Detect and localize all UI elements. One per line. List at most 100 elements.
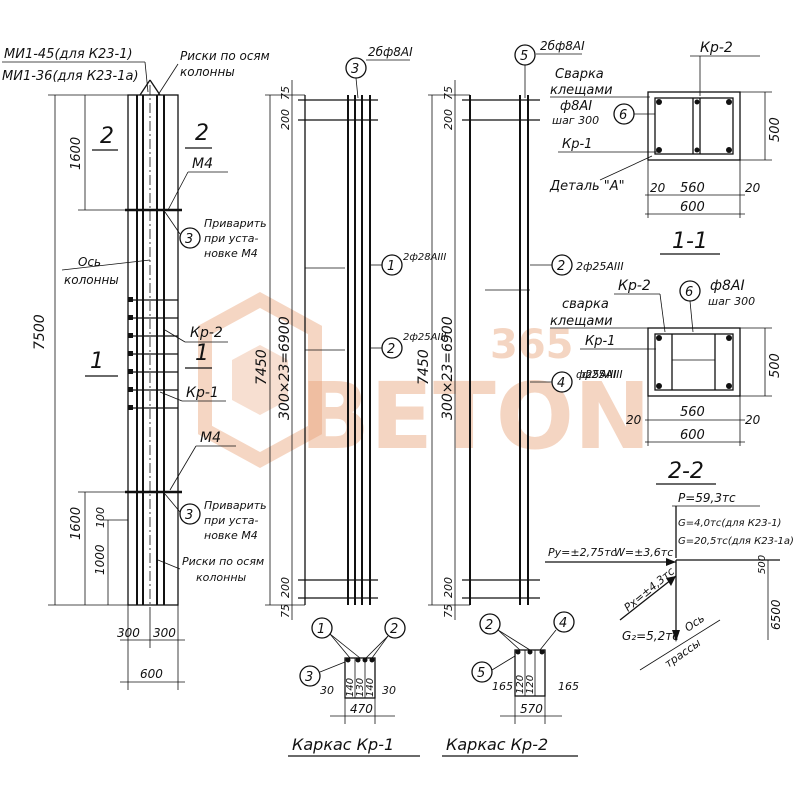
sec22-dim-500: 500 — [768, 353, 783, 378]
kr2-top-label: 2бф8АI — [540, 39, 585, 53]
sec22-title: 2-2 — [668, 459, 704, 484]
kr1-sec-callout-2 — [384, 617, 406, 639]
weld-note-top-2: при уста- — [204, 232, 259, 245]
column-dim-300-left: 300 — [117, 626, 140, 640]
kr1-sec-width: 470 — [350, 702, 373, 716]
load-w: W=±3,6тс — [614, 546, 673, 559]
weld-note-top-3: новке М4 — [204, 247, 258, 260]
kr2-dim-total: 7450 — [416, 349, 432, 385]
sec11-kr1: Кр-1 — [562, 137, 592, 152]
weld-note-bot-2: при уста- — [204, 514, 259, 527]
kr1-dim-200-top: 200 — [279, 109, 292, 130]
kr1-label: Кр-1 — [186, 385, 219, 401]
column-dim-600: 600 — [140, 667, 163, 681]
column-dim-bot: 1600 — [69, 507, 84, 540]
kr1-bar2-label: 2ф25АIII — [403, 332, 446, 343]
kr1-sec-30-right: 30 — [382, 684, 396, 697]
sec22-kr2: Кр-2 — [618, 278, 651, 294]
kr2-bar2-label: 2ф25АIII — [576, 260, 624, 273]
sec22-kr1: Кр-1 — [585, 334, 615, 349]
sec22-dim-600: 600 — [680, 428, 705, 443]
column-mark-b: МИ1-36(для К23-1а) — [2, 69, 139, 84]
column-height-dim: 7500 — [32, 314, 48, 350]
svg-text:1: 1 — [317, 622, 325, 637]
kr1-dim-75-top: 75 — [279, 86, 292, 100]
kr1-bar1-label: 2ф28АIII — [403, 252, 446, 263]
svg-text:3: 3 — [185, 232, 193, 247]
kr1-sec-callout-3 — [299, 665, 321, 687]
watermark: BETON 365 — [198, 292, 651, 470]
loads-scheme: P=59,3тс G=4,0тс(для К23-1) G=20,5тс(для… — [545, 491, 794, 670]
kr1-dim-200-bot: 200 — [279, 577, 292, 598]
svg-text:6: 6 — [685, 285, 693, 300]
kr2-dim-75-bot: 75 — [442, 604, 455, 618]
kr2-sec-callout-5 — [471, 661, 493, 683]
kr1-sec-callout-1 — [311, 617, 333, 639]
kr1-section: 1 2 3 30 140 130 140 30 470 Каркас Кр-1 — [288, 617, 420, 757]
sec11-stirrup-2: шаг 300 — [552, 114, 599, 127]
section-1-left: 1 — [90, 349, 104, 374]
sec11-stirrup-1: ф8АI — [560, 99, 592, 114]
column-dim-300-right: 300 — [153, 626, 176, 640]
cage-kr1-elevation: 7450 75 200 300×23=6900 200 75 3 2бф8АI … — [254, 45, 446, 620]
watermark-number: 365 — [490, 322, 574, 368]
load-g2: G₂=5,2тс — [622, 629, 679, 643]
kr1-dim-mid: 300×23=6900 — [277, 316, 293, 420]
weld-note-top-1: Приварить — [204, 217, 267, 230]
kr2-sec-165-right: 165 — [558, 680, 579, 693]
svg-text:2: 2 — [390, 622, 398, 637]
svg-text:3: 3 — [185, 508, 193, 523]
sec22-dim-20-left: 20 — [626, 413, 642, 427]
sec11-dim-20-left: 20 — [650, 181, 666, 195]
load-px: Px=±4,3тс — [622, 565, 677, 615]
column-dim-1000: 1000 — [93, 544, 107, 575]
svg-text:3: 3 — [351, 62, 359, 77]
column-elevation: 7500 1600 1600 1000 100 300 300 600 МИ1-… — [2, 47, 270, 690]
kr2-sec-120-b: 120 — [525, 675, 536, 694]
load-g-b: G=20,5тс(для К23-1а) — [678, 536, 794, 547]
sec22-stirrup-2: шаг 300 — [708, 295, 755, 308]
axis-marks-bot-1: Риски по осям — [182, 555, 264, 568]
sec22-weld-1: сварка — [562, 297, 609, 312]
kr1-dim-total: 7450 — [254, 349, 270, 385]
column-dim-100: 100 — [94, 507, 107, 528]
svg-text:2: 2 — [387, 342, 395, 357]
kr2-sec-165-left: 165 — [492, 680, 513, 693]
kr2-dim-mid: 300×23=6900 — [440, 316, 456, 420]
sec11-dim-600: 600 — [680, 200, 705, 215]
kr1-sec-130: 130 — [355, 678, 366, 697]
sec22-weld-2: клещами — [550, 314, 613, 329]
sec11-weld-2: клещами — [550, 83, 613, 98]
sec11-dim-20-right: 20 — [745, 181, 761, 195]
column-dim-top: 1600 — [69, 137, 84, 170]
kr1-sec-140-a: 140 — [345, 678, 356, 697]
svg-text:4: 4 — [557, 376, 565, 391]
kr2-title: Каркас Кр-2 — [446, 735, 548, 754]
kr1-top-label: 2бф8АI — [368, 45, 413, 59]
kr2-sec-width: 570 — [520, 702, 543, 716]
kr1-sec-30-left: 30 — [320, 684, 334, 697]
sec22-bar-label: ф25АIII — [582, 368, 623, 381]
axis-marks-top-2: колонны — [180, 65, 235, 79]
axis-label-1: Ось — [78, 255, 101, 269]
section-2-2: Кр-2 6 ф8АI шаг 300 сварка клещами Кр-1 … — [550, 278, 783, 485]
sec22-dim-20-right: 20 — [745, 413, 761, 427]
svg-text:2: 2 — [485, 618, 493, 633]
svg-text:5: 5 — [520, 49, 528, 64]
column-callout-3-top — [179, 227, 201, 249]
column-stirrups — [128, 297, 178, 410]
kr2-section: 2 4 5 165 120 120 165 570 Каркас Кр-2 — [442, 611, 579, 757]
kr1-title: Каркас Кр-1 — [292, 735, 394, 754]
sec11-weld-1: Сварка — [555, 67, 604, 82]
axis-label-2: колонны — [64, 273, 119, 287]
watermark-word: BETON — [300, 363, 651, 470]
section-1-right: 1 — [195, 341, 209, 366]
load-py: Py=±2,75тс — [548, 546, 617, 559]
load-dim-500: 500 — [757, 555, 768, 574]
sec11-dim-500: 500 — [768, 117, 783, 142]
sec11-dim-560: 560 — [680, 181, 705, 196]
load-g-a: G=4,0тс(для К23-1) — [678, 518, 781, 529]
kr2-dim-200-bot: 200 — [442, 577, 455, 598]
svg-text:2: 2 — [557, 259, 565, 274]
